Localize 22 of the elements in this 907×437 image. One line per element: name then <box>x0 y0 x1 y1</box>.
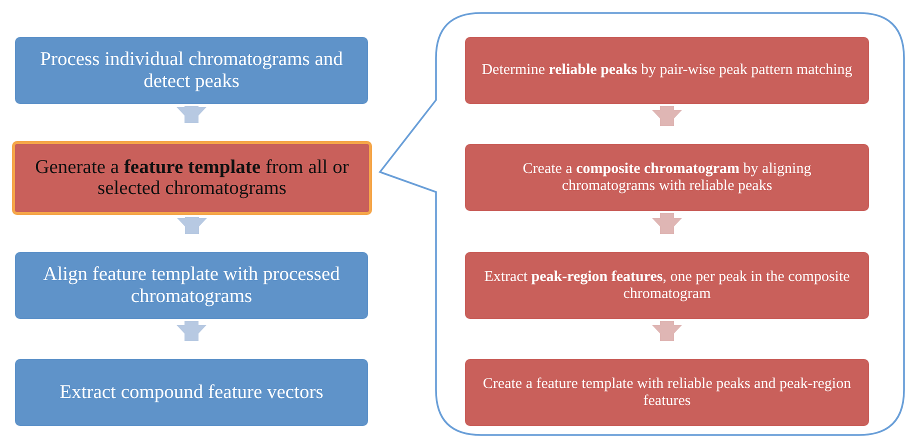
step-text: Align feature template with processed chromatograms <box>42 264 341 307</box>
down-arrow <box>177 217 207 234</box>
highlighted-process-box <box>12 141 372 215</box>
process-box <box>15 37 368 104</box>
sub-step-box <box>465 37 869 104</box>
step-text: Determine reliable peaks by pair-wise peak pattern matching <box>482 62 852 79</box>
process-box <box>15 252 368 319</box>
sub-step-box <box>465 359 869 426</box>
step-text: Extract peak-region features, one per peak in the composite chromatogram <box>483 269 851 302</box>
process-box <box>15 359 368 426</box>
step-text: Generate a feature template from all or selected chromatograms <box>34 156 350 200</box>
down-arrow <box>652 321 682 341</box>
down-arrow <box>176 321 206 341</box>
down-arrow <box>652 213 682 234</box>
sub-step-box <box>465 144 869 211</box>
step-text: Create a feature template with reliable peaks and peak-region features <box>482 376 852 409</box>
sub-step-box <box>465 252 869 319</box>
down-arrow <box>176 106 206 123</box>
step-text: Process individual chromatograms and detect peaks <box>39 49 344 92</box>
down-arrow <box>652 106 682 126</box>
step-text: Create a composite chromatogram by aligning chromatograms with reliable peaks <box>522 161 812 194</box>
step-text: Extract compound feature vectors <box>60 382 324 404</box>
